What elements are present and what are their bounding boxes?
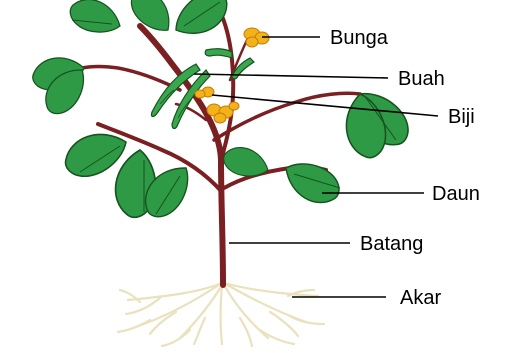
label-flower: Bunga	[330, 27, 389, 49]
label-fruit: Buah	[398, 68, 445, 90]
leaf	[278, 156, 344, 208]
pod	[205, 49, 232, 58]
label-stem: Batang	[360, 233, 423, 255]
leaf	[67, 0, 124, 37]
label-seed: Biji	[448, 106, 475, 128]
leader-line-seed	[212, 95, 438, 116]
leaf	[124, 0, 180, 38]
root-system	[118, 283, 324, 346]
label-root: Akar	[400, 287, 441, 309]
labels: Bunga Buah Biji Daun Batang Akar	[330, 27, 480, 309]
label-leaf: Daun	[432, 183, 480, 205]
leader-line-fruit	[194, 74, 388, 78]
